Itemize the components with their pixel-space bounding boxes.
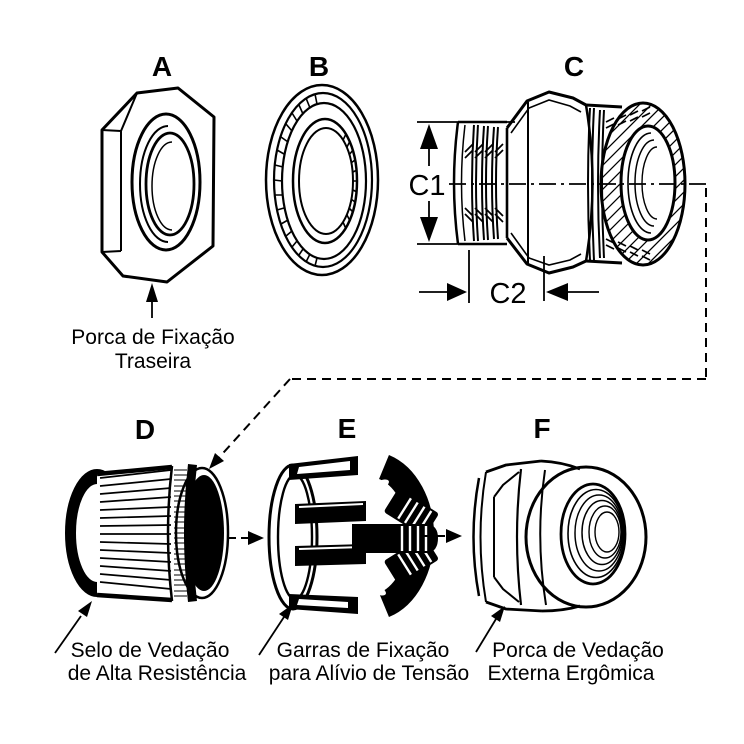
arrowhead-icon — [446, 529, 462, 543]
part-d-seal — [65, 464, 230, 603]
seal-ribs — [99, 469, 172, 590]
washer-inner-serrations — [342, 133, 358, 230]
dimension-c1: C1 — [408, 121, 515, 245]
dimension-c2: C2 — [419, 250, 599, 310]
part-b-sealing-washer — [264, 83, 380, 277]
dim-c1-label: C1 — [408, 170, 445, 202]
dim-c2-label: C2 — [489, 278, 526, 310]
assembly-arrow-e-to-f — [424, 529, 462, 543]
part-e-claw-ring — [267, 454, 438, 618]
part-a-letter: A — [152, 51, 172, 82]
assembly-arrow-d-to-e — [228, 531, 264, 545]
arrowhead-icon — [420, 124, 438, 149]
internal-threads — [567, 488, 625, 579]
part-c-hex-section — [505, 90, 594, 275]
arrowhead-icon — [447, 283, 467, 301]
part-c-rear-thread — [452, 120, 507, 246]
arrowhead-icon — [248, 531, 264, 545]
part-d-caption-line2: de Alta Resistência — [68, 662, 247, 685]
arrowhead-icon — [78, 601, 92, 617]
assembly-route-c-to-d — [209, 188, 707, 469]
arrowhead-icon — [279, 604, 293, 620]
part-e-letter: E — [338, 413, 357, 444]
part-f-outer-nut — [472, 459, 648, 613]
part-a-rear-fixing-nut — [100, 86, 216, 284]
part-a-caption-line1: Porca de Fixação — [71, 326, 234, 349]
arrowhead-icon — [491, 606, 505, 622]
thread-crest-marks — [464, 143, 504, 223]
part-c-front-thread — [585, 101, 687, 267]
arrowhead-icon — [546, 283, 568, 301]
part-c-threaded-body — [449, 90, 706, 275]
part-d-caption-line1: Selo de Vedação — [71, 639, 230, 662]
arrowhead-icon — [420, 217, 438, 242]
part-c-letter: C — [564, 51, 584, 82]
part-a-pointer-arrow — [146, 283, 158, 318]
part-e-caption-line1: Garras de Fixação — [277, 639, 450, 662]
washer-outer-serrations — [273, 93, 318, 267]
part-f-pointer-arrow — [475, 606, 505, 653]
claw-middle — [352, 524, 438, 553]
part-f-caption-line2: Externa Ergômica — [488, 662, 655, 685]
part-e-pointer-arrow — [258, 604, 293, 656]
part-f-letter: F — [533, 413, 550, 444]
arrowhead-icon — [146, 283, 158, 302]
part-a-caption-line2: Traseira — [115, 350, 192, 373]
part-d-pointer-arrow — [54, 601, 92, 654]
thread-crest-marks — [605, 106, 651, 261]
arrowhead-icon — [209, 453, 224, 469]
part-f-caption-line1: Porca de Vedação — [492, 639, 664, 662]
part-b-letter: B — [309, 51, 329, 82]
part-d-letter: D — [135, 414, 155, 445]
part-e-caption-line2: para Alívio de Tensão — [269, 662, 469, 685]
